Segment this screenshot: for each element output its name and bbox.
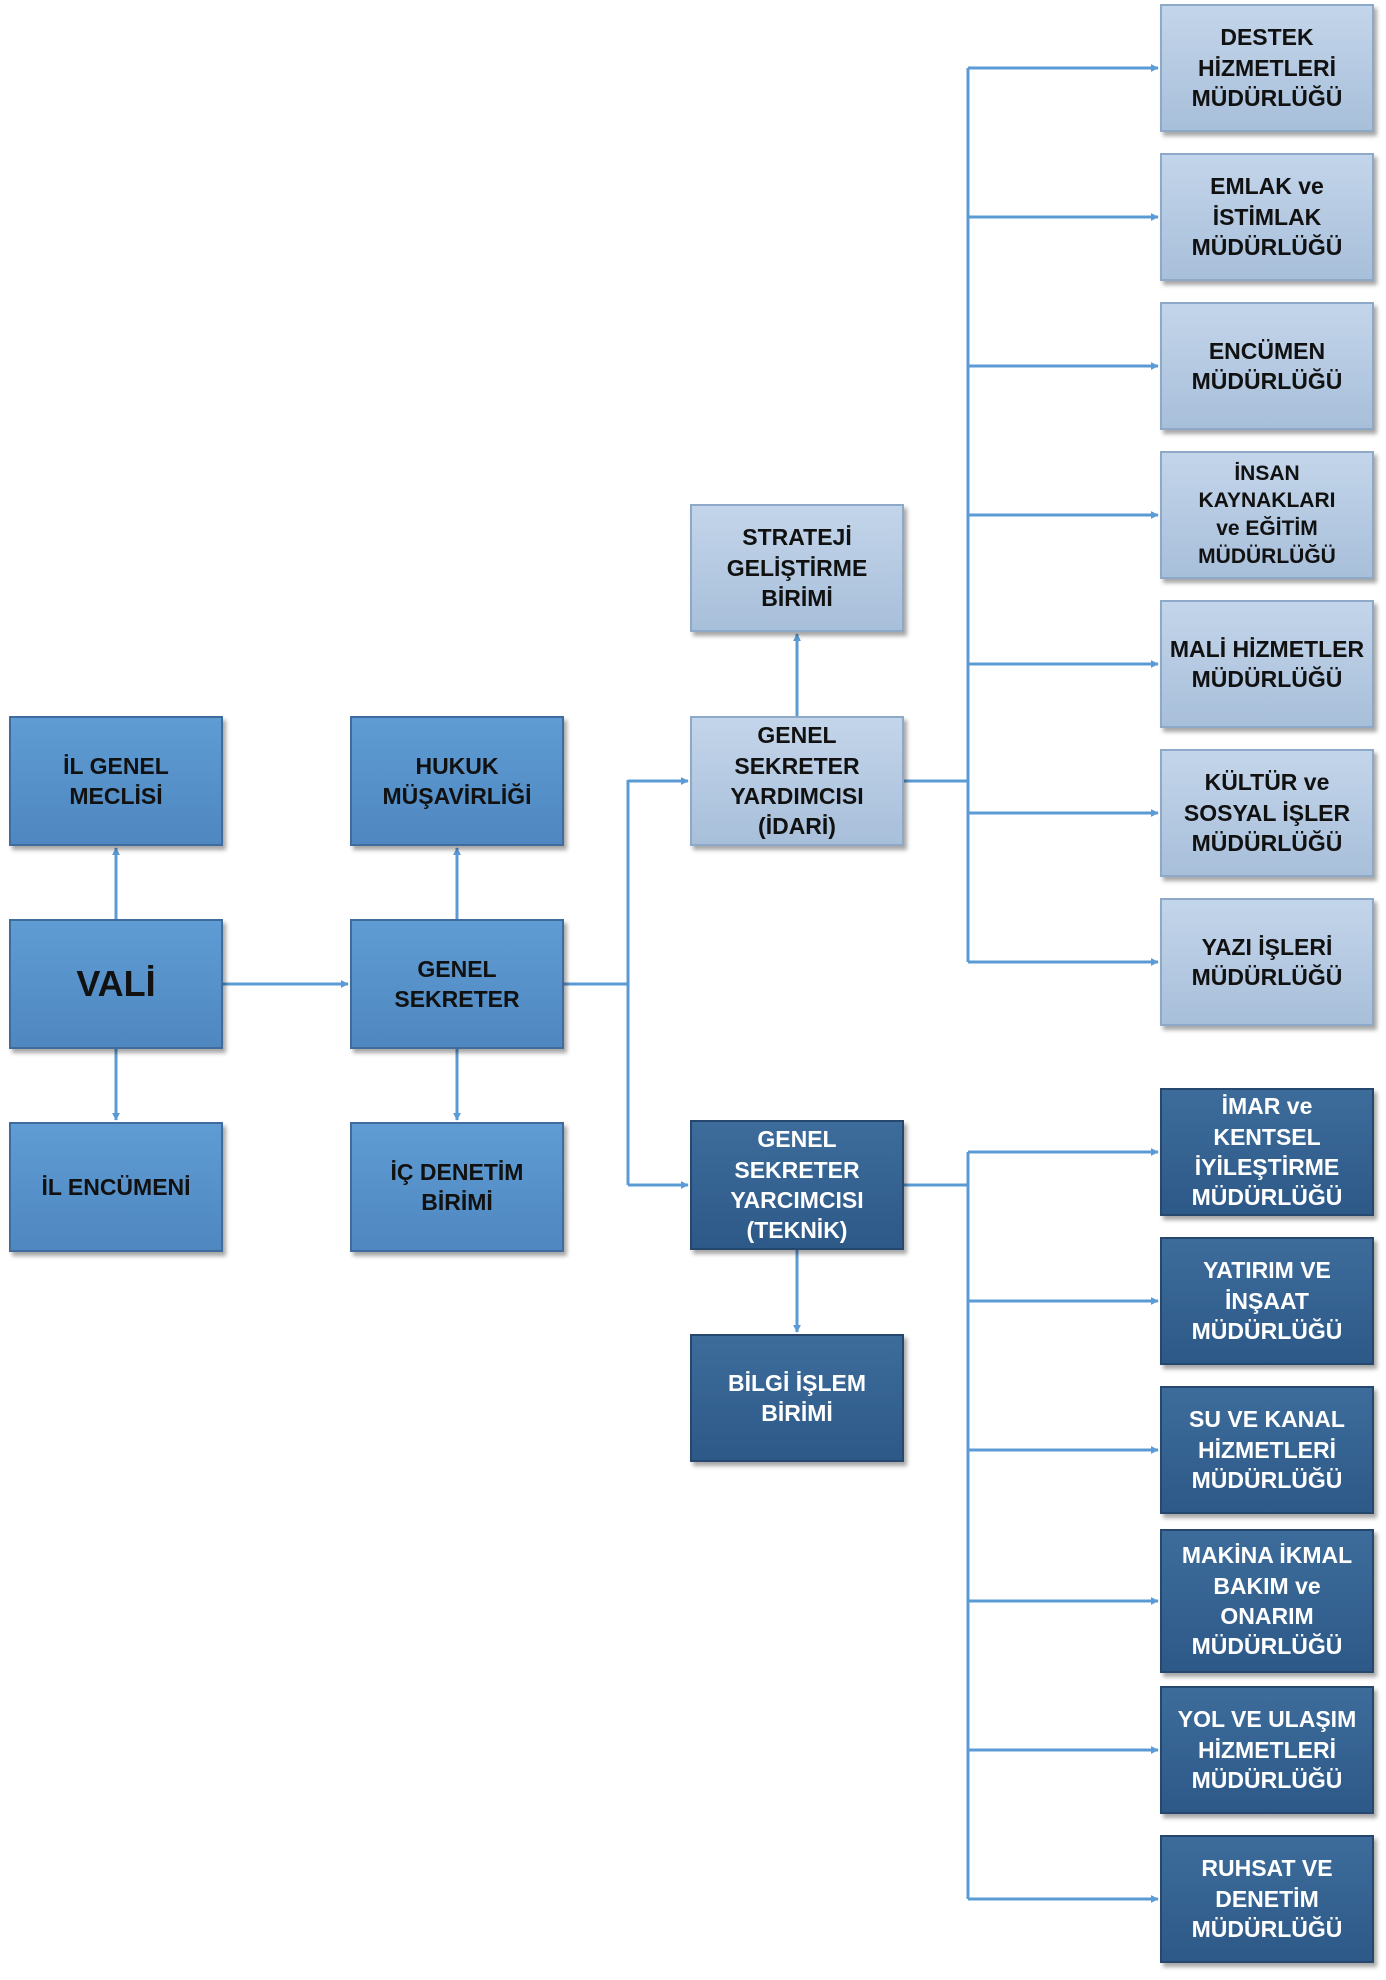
idari-unit-box: YAZI İŞLERİ MÜDÜRLÜĞÜ (1160, 898, 1374, 1026)
il-encumeni-label: İL ENCÜMENİ (41, 1173, 191, 1200)
gsy-idari-label: GENEL SEKRETER YARDIMCISI (İDARİ) (730, 722, 864, 840)
idari-unit-box: MALİ HİZMETLER MÜDÜRLÜĞÜ (1160, 600, 1374, 728)
bilgi-islem-birimi-label: BİLGİ İŞLEM BİRİMİ (728, 1369, 866, 1426)
idari-unit-box: İNSAN KAYNAKLARI ve EĞİTİM MÜDÜRLÜĞÜ (1160, 451, 1374, 579)
genel-sekreter-box: GENEL SEKRETER (350, 919, 564, 1049)
gsy-idari-box: GENEL SEKRETER YARDIMCISI (İDARİ) (690, 716, 904, 846)
ic-denetim-birimi-box: İÇ DENETİM BİRİMİ (350, 1122, 564, 1252)
teknik-unit-box: RUHSAT VE DENETİM MÜDÜRLÜĞÜ (1160, 1835, 1374, 1963)
strateji-gelistirme-box: STRATEJİ GELİŞTİRME BİRİMİ (690, 504, 904, 632)
gsy-teknik-box: GENEL SEKRETER YARCIMCISI (TEKNİK) (690, 1120, 904, 1250)
teknik-unit-box: İMAR ve KENTSEL İYİLEŞTİRME MÜDÜRLÜĞÜ (1160, 1088, 1374, 1216)
idari-unit-box: DESTEK HİZMETLERİ MÜDÜRLÜĞÜ (1160, 4, 1374, 132)
teknik-unit-box: MAKİNA İKMAL BAKIM ve ONARIM MÜDÜRLÜĞÜ (1160, 1529, 1374, 1673)
vali-label: VALİ (76, 963, 156, 1005)
teknik-unit-label: İMAR ve KENTSEL İYİLEŞTİRME MÜDÜRLÜĞÜ (1191, 1093, 1343, 1211)
teknik-unit-box: SU VE KANAL HİZMETLERİ MÜDÜRLÜĞÜ (1160, 1386, 1374, 1514)
genel-sekreter-label: GENEL SEKRETER (394, 955, 520, 1012)
teknik-unit-label: RUHSAT VE DENETİM MÜDÜRLÜĞÜ (1191, 1855, 1343, 1943)
idari-unit-box: ENCÜMEN MÜDÜRLÜĞÜ (1160, 302, 1374, 430)
gsy-teknik-label: GENEL SEKRETER YARCIMCISI (TEKNİK) (730, 1126, 864, 1244)
idari-unit-label: KÜLTÜR ve SOSYAL İŞLER MÜDÜRLÜĞÜ (1183, 769, 1351, 857)
il-genel-meclisi-box: İL GENEL MECLİSİ (9, 716, 223, 846)
ic-denetim-birimi-label: İÇ DENETİM BİRİMİ (390, 1158, 524, 1215)
teknik-unit-label: MAKİNA İKMAL BAKIM ve ONARIM MÜDÜRLÜĞÜ (1181, 1542, 1353, 1660)
idari-unit-label: ENCÜMEN MÜDÜRLÜĞÜ (1191, 337, 1343, 394)
teknik-unit-label: YATIRIM VE İNŞAAT MÜDÜRLÜĞÜ (1191, 1257, 1343, 1345)
idari-unit-label: YAZI İŞLERİ MÜDÜRLÜĞÜ (1191, 933, 1343, 990)
teknik-unit-label: SU VE KANAL HİZMETLERİ MÜDÜRLÜĞÜ (1189, 1406, 1345, 1494)
idari-unit-label: DESTEK HİZMETLERİ MÜDÜRLÜĞÜ (1191, 24, 1343, 112)
hukuk-musavirligi-box: HUKUK MÜŞAVİRLİĞİ (350, 716, 564, 846)
bilgi-islem-birimi-box: BİLGİ İŞLEM BİRİMİ (690, 1334, 904, 1462)
idari-unit-label: İNSAN KAYNAKLARI ve EĞİTİM MÜDÜRLÜĞÜ (1198, 461, 1336, 568)
hukuk-musavirligi-label: HUKUK MÜŞAVİRLİĞİ (382, 752, 532, 809)
idari-unit-label: MALİ HİZMETLER MÜDÜRLÜĞÜ (1169, 635, 1365, 692)
idari-unit-label: EMLAK ve İSTİMLAK MÜDÜRLÜĞÜ (1191, 173, 1343, 261)
teknik-unit-label: YOL VE ULAŞIM HİZMETLERİ MÜDÜRLÜĞÜ (1177, 1706, 1357, 1794)
idari-unit-box: KÜLTÜR ve SOSYAL İŞLER MÜDÜRLÜĞÜ (1160, 749, 1374, 877)
teknik-unit-box: YATIRIM VE İNŞAAT MÜDÜRLÜĞÜ (1160, 1237, 1374, 1365)
vali-box: VALİ (9, 919, 223, 1049)
il-genel-meclisi-label: İL GENEL MECLİSİ (63, 752, 169, 809)
teknik-unit-box: YOL VE ULAŞIM HİZMETLERİ MÜDÜRLÜĞÜ (1160, 1686, 1374, 1814)
idari-unit-box: EMLAK ve İSTİMLAK MÜDÜRLÜĞÜ (1160, 153, 1374, 281)
strateji-gelistirme-label: STRATEJİ GELİŞTİRME BİRİMİ (726, 524, 868, 612)
il-encumeni-box: İL ENCÜMENİ (9, 1122, 223, 1252)
